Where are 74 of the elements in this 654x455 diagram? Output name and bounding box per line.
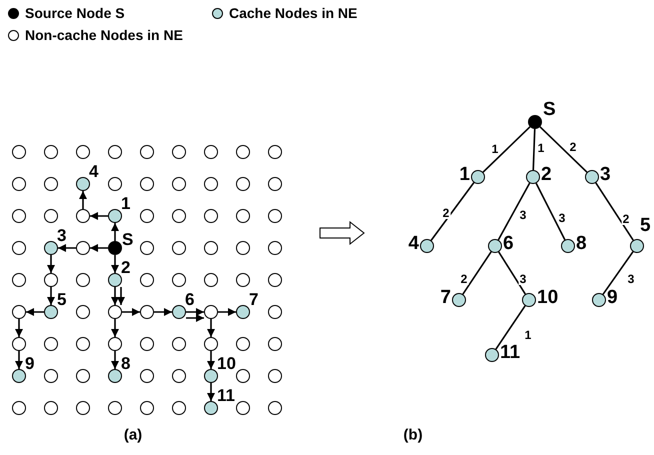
arrow	[111, 223, 119, 241]
connector-line	[498, 182, 530, 240]
connector-line	[595, 182, 634, 241]
edge-label: 1	[524, 329, 532, 341]
connector-line	[532, 128, 536, 170]
arrow	[79, 191, 87, 209]
arrow	[218, 308, 236, 316]
panel-caption: (b)	[403, 428, 423, 442]
node-number: 1	[459, 165, 470, 184]
node-number: 4	[89, 163, 98, 180]
connector-line	[602, 251, 634, 295]
connector-line	[482, 126, 531, 173]
connector-line	[495, 305, 526, 350]
arrow	[58, 244, 76, 252]
legend-label: Cache Nodes in NE	[229, 4, 358, 22]
edge-label: 3	[558, 212, 566, 224]
node-number: 11	[500, 343, 520, 362]
arrow	[186, 308, 204, 316]
arrow	[207, 351, 215, 369]
node-number: 6	[185, 291, 194, 308]
edge-label: 2	[442, 207, 450, 219]
node-number: 5	[640, 216, 651, 235]
arrow	[15, 351, 23, 369]
connector-line	[462, 251, 492, 295]
node-number: 2	[121, 259, 130, 276]
edge-label: 1	[490, 143, 500, 155]
node-number: 8	[121, 355, 130, 372]
arrow	[47, 255, 55, 273]
node-number: 11	[217, 387, 235, 404]
node-number: 10	[217, 355, 236, 372]
panel-caption: (a)	[124, 428, 142, 442]
arrow	[47, 287, 55, 305]
arrow	[90, 212, 108, 220]
arrow	[111, 351, 119, 369]
connector-line	[539, 126, 588, 173]
connector-line	[535, 182, 566, 240]
node-number: 7	[249, 291, 258, 308]
arrow	[111, 255, 119, 273]
node-number: S	[122, 231, 134, 248]
edge-label: 2	[568, 141, 578, 153]
node-number: 1	[121, 195, 130, 212]
node-number: 2	[541, 165, 552, 184]
node-number: 7	[440, 288, 451, 307]
edge-label: 3	[518, 273, 528, 285]
arrow	[111, 319, 119, 337]
arrow	[90, 244, 108, 252]
arrow	[186, 314, 204, 322]
arrow	[117, 287, 125, 305]
edge-label: 1	[536, 142, 546, 154]
node-number: 5	[57, 291, 66, 308]
arrow	[26, 308, 44, 316]
arrow	[207, 383, 215, 401]
node-number: S	[543, 100, 556, 119]
arrow	[111, 287, 119, 305]
arrow	[15, 319, 23, 337]
edge-label: 3	[626, 273, 636, 285]
node-number: 3	[57, 227, 66, 244]
arrow	[122, 308, 140, 316]
edge-label: 2	[622, 213, 630, 225]
arrow	[154, 308, 172, 316]
legend-label: Non-cache Nodes in NE	[25, 26, 183, 44]
legend-label: Source Node S	[25, 4, 125, 22]
node-number: 8	[576, 234, 587, 253]
node-number: 10	[537, 288, 558, 307]
connector-line	[498, 252, 526, 294]
connector-line	[430, 182, 474, 241]
node-number: 9	[25, 355, 34, 372]
edge-label: 2	[460, 273, 468, 285]
arrow	[207, 319, 215, 337]
node-number: 6	[503, 234, 514, 253]
node-number: 3	[600, 165, 611, 184]
node-number: 9	[607, 288, 618, 307]
edge-label: 3	[518, 209, 528, 221]
node-number: 4	[408, 234, 419, 253]
